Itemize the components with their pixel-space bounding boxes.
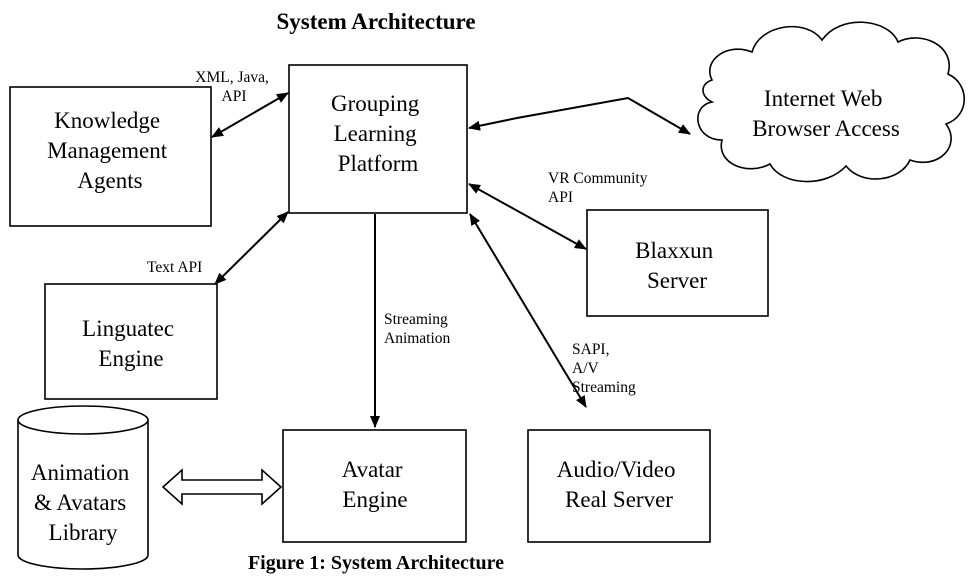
diagram-title: System Architecture (276, 9, 475, 34)
linguatec-engine-box (44, 283, 218, 400)
library-avatar-double-arrow (161, 468, 283, 506)
animation-library-label: Animation & Avatars Library (31, 460, 135, 545)
animation-library-cylinder-top (17, 405, 149, 435)
audio-video-server-box (527, 429, 711, 543)
internet-platform-arrow (468, 96, 691, 135)
knowledge-platform-arrow (211, 92, 289, 138)
grouping-learning-platform-label: Grouping Learning Platform (331, 91, 425, 176)
blaxxun-server-label: Blaxxun Server (635, 238, 719, 293)
sapi-av-streaming-label: SAPI, A/V Streaming (572, 341, 636, 396)
blaxxun-server-box (586, 209, 769, 317)
linguatec-engine-label: Linguatec Engine (82, 316, 180, 371)
linguatec-platform-arrow (214, 211, 289, 285)
figure-caption: Figure 1: System Architecture (248, 552, 504, 574)
grouping-learning-platform-box (288, 64, 468, 214)
knowledge-management-agents-box (9, 86, 212, 227)
streaming-animation-label: Streaming Animation (384, 311, 452, 347)
avatar-engine-label: Avatar Engine (342, 457, 409, 512)
knowledge-management-agents-label: Knowledge Management Agents (47, 108, 173, 193)
vr-community-api-label: VR Community API (548, 170, 651, 206)
audio-video-server-label: Audio/Video Real Server (557, 457, 681, 512)
platform-audio-video-arrow (469, 213, 587, 408)
text-api-label: Text API (147, 259, 202, 276)
internet-cloud-shape (697, 21, 966, 183)
animation-library-cylinder (17, 420, 149, 570)
avatar-engine-box (282, 429, 467, 543)
xml-java-api-label: XML, Java, API (195, 69, 273, 105)
internet-label: Internet Web Browser Access (752, 86, 900, 141)
